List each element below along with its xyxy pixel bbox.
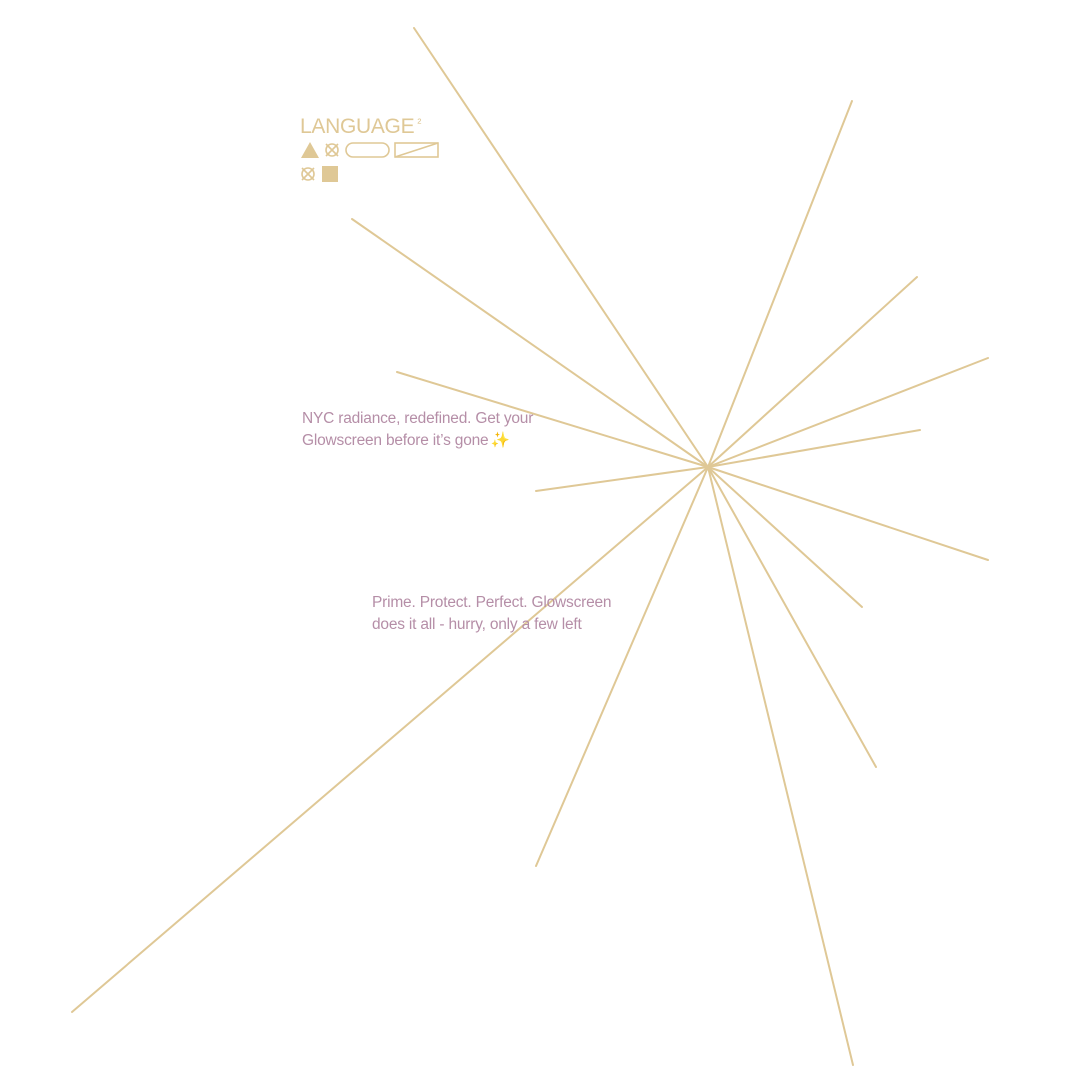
crossed-circle-icon [325,143,339,157]
ray-line [351,218,709,468]
ray-line [707,357,989,468]
slashed-rectangle-icon [394,142,439,158]
promo-message-2-line-2: does it all - hurry, only a few left [372,616,582,633]
ray-line [413,27,709,468]
promo-message-1-line-1: NYC radiance, redefined. Get your [302,410,534,427]
ray-line [396,371,709,468]
ray-line [707,429,921,468]
ray-line [71,466,709,1013]
ray-line [707,466,863,608]
promo-message-2-line-1: Prime. Protect. Perfect. Glowscreen [372,594,612,611]
ray-line [535,466,709,492]
ray-line [707,466,877,768]
brand-name: LANGUAGE [300,115,415,138]
promo-message-1: NYC radiance, redefined. Get your Glowsc… [302,408,533,452]
ray-line [535,466,709,867]
ray-line [707,276,918,468]
sparkle-icon: ✨ [490,432,510,449]
brand-glyphs [301,142,439,182]
crossed-circle-icon [301,167,315,181]
triangle-icon [301,142,319,158]
square-icon [322,166,338,182]
promo-message-2: Prime. Protect. Perfect. Glowscreen does… [372,592,612,636]
ray-line [707,466,854,1066]
ray-line [707,466,989,561]
pill-icon [345,142,390,158]
promo-message-1-line-2: Glowscreen before it’s gone✨ [302,432,510,449]
brand-superscript: ² [417,116,422,130]
ray-line [707,100,853,468]
